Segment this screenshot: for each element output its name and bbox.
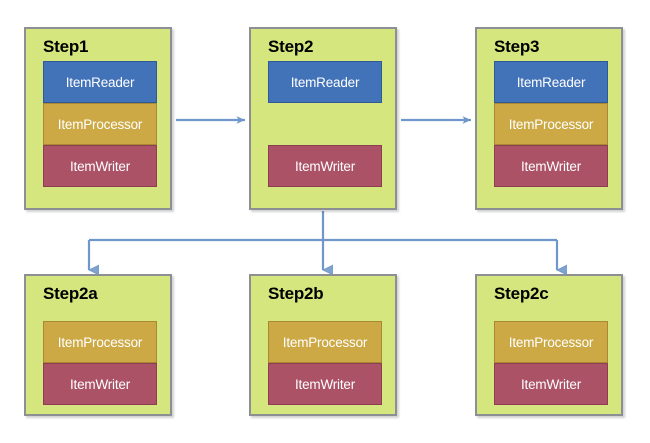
step-box-step1[interactable]: Step1 ItemReader ItemProcessor ItemWrite… <box>24 27 172 210</box>
step-title-step3: Step3 <box>494 37 540 56</box>
branch-trunk-step2 <box>89 211 557 242</box>
step-title-step1: Step1 <box>43 37 89 56</box>
step-box-step2b[interactable]: Step2b ItemProcessor ItemWriter <box>249 274 397 416</box>
component-item-processor-step3[interactable]: ItemProcessor <box>494 103 608 145</box>
component-item-processor-step2c[interactable]: ItemProcessor <box>494 321 608 363</box>
step-box-step3[interactable]: Step3 ItemReader ItemProcessor ItemWrite… <box>475 27 623 210</box>
component-item-writer-step1[interactable]: ItemWriter <box>43 145 157 187</box>
component-item-reader-step2[interactable]: ItemReader <box>268 61 382 103</box>
component-item-reader-step1[interactable]: ItemReader <box>43 61 157 103</box>
component-item-reader-step3[interactable]: ItemReader <box>494 61 608 103</box>
component-item-writer-step2c[interactable]: ItemWriter <box>494 363 608 405</box>
step-title-step2a: Step2a <box>43 284 98 303</box>
component-item-writer-step2[interactable]: ItemWriter <box>268 145 382 187</box>
component-item-processor-step2b[interactable]: ItemProcessor <box>268 321 382 363</box>
step-box-step2a[interactable]: Step2a ItemProcessor ItemWriter <box>24 274 172 416</box>
step-box-step2[interactable]: Step2 ItemReader ItemWriter <box>249 27 397 210</box>
component-item-processor-step1[interactable]: ItemProcessor <box>43 103 157 145</box>
step-box-step2c[interactable]: Step2c ItemProcessor ItemWriter <box>475 274 623 416</box>
step-title-step2c: Step2c <box>494 284 549 303</box>
component-item-writer-step2b[interactable]: ItemWriter <box>268 363 382 405</box>
step-title-step2: Step2 <box>268 37 314 56</box>
component-item-writer-step3[interactable]: ItemWriter <box>494 145 608 187</box>
component-item-processor-step2a[interactable]: ItemProcessor <box>43 321 157 363</box>
step-title-step2b: Step2b <box>268 284 324 303</box>
component-item-writer-step2a[interactable]: ItemWriter <box>43 363 157 405</box>
